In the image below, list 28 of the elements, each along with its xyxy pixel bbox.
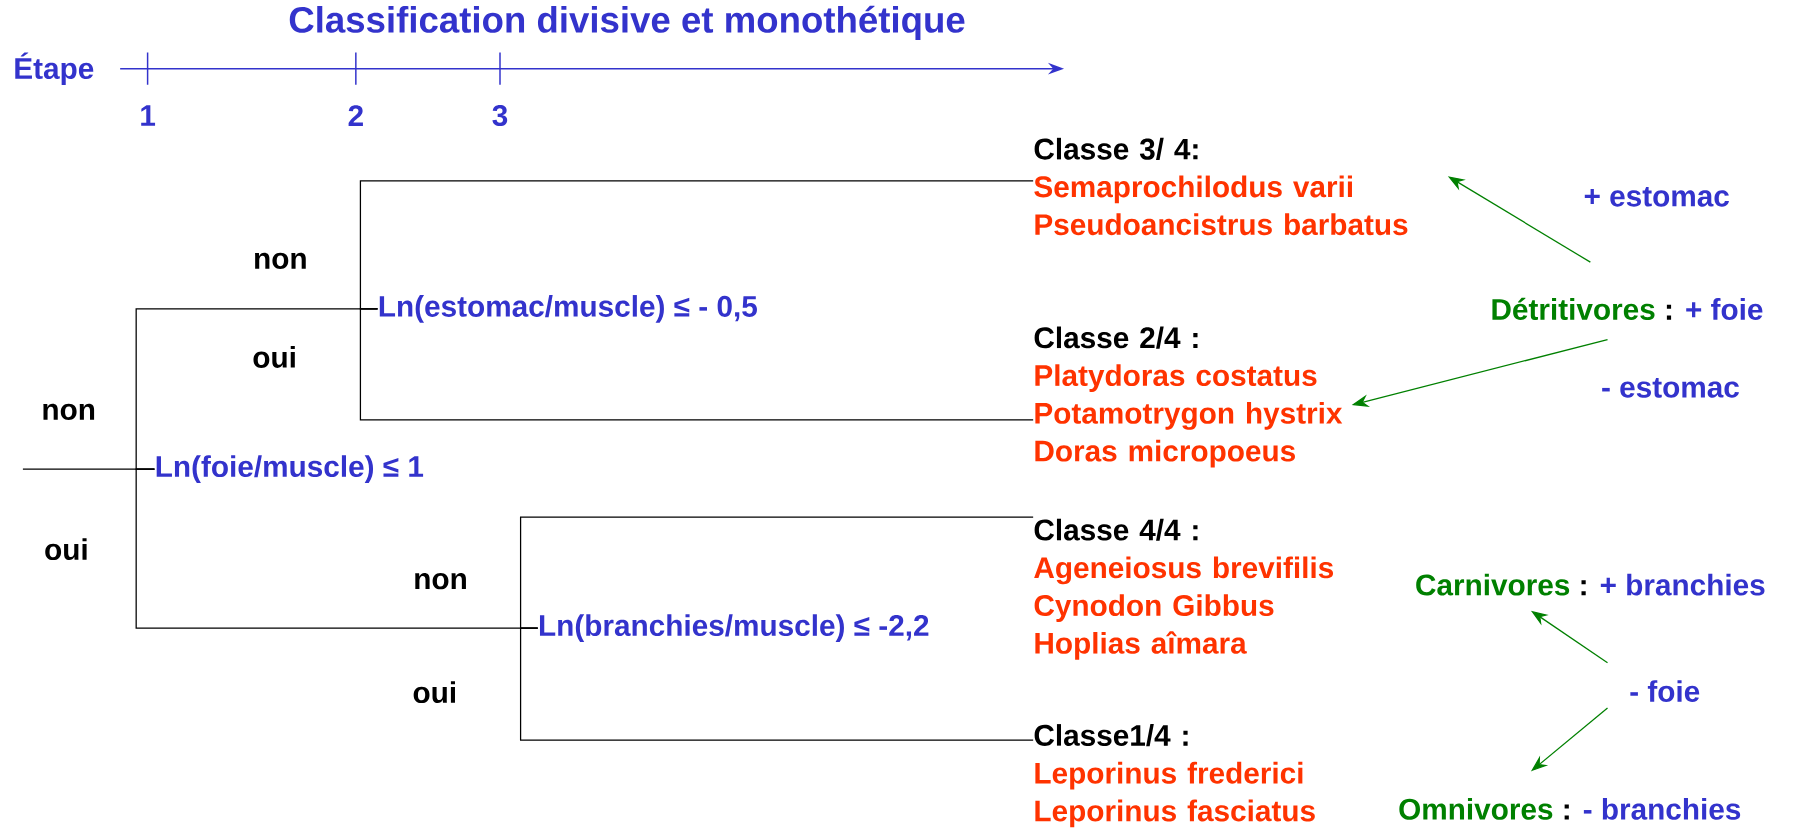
edge-label: non (412, 572, 469, 591)
title: Classification divisive et monothétique (289, 5, 965, 41)
tree-branch (359, 308, 1034, 421)
step-number: 3 (492, 105, 508, 127)
diet-label: Omnivores : - branchies (1399, 798, 1741, 820)
axis-title: Étape (15, 52, 94, 85)
split-condition: Ln(estomac/muscle) ≤ - 0,5 (379, 295, 757, 323)
step-number: 2 (348, 105, 363, 127)
edge-label: non (40, 402, 98, 422)
variable-label: - estomac (1602, 378, 1739, 398)
variable-label: + estomac (1584, 187, 1729, 207)
diet-label: Carnivores : + branchies (1416, 573, 1765, 596)
class-species-list: Classe 3/ 4: Semaprochilodus varii Pseudoancistrus barbatus (1034, 137, 1408, 236)
split-condition: Ln(branchies/muscle) ≤ -2,2 (540, 614, 929, 643)
class-species-list: Classe 2/4 : Platydoras costatus Potamotrygon hystrix Doras micropoeus (1034, 326, 1343, 468)
diet-label: Détritivores : + foie (1492, 297, 1763, 321)
split-condition: Ln(foie/muscle) ≤ 1 (156, 455, 424, 484)
edge-label: non (251, 251, 309, 271)
variable-label: - foie (1630, 680, 1700, 703)
class-species-list: Classe 4/4 : Ageneiosus brevifilis Cynodon Gibbus Hoplias aîmara (1034, 518, 1334, 660)
edge-label: oui (251, 345, 299, 370)
tree-branch (519, 516, 1034, 629)
edge-label: oui (411, 680, 459, 705)
class-species-list: Classe1/4 : Leporinus frederici Leporinus fasciatus (1034, 724, 1315, 828)
tree-branch (519, 627, 1034, 741)
tree-branch (359, 180, 1034, 310)
edge-label: oui (42, 537, 90, 562)
step-number: 1 (141, 105, 156, 126)
